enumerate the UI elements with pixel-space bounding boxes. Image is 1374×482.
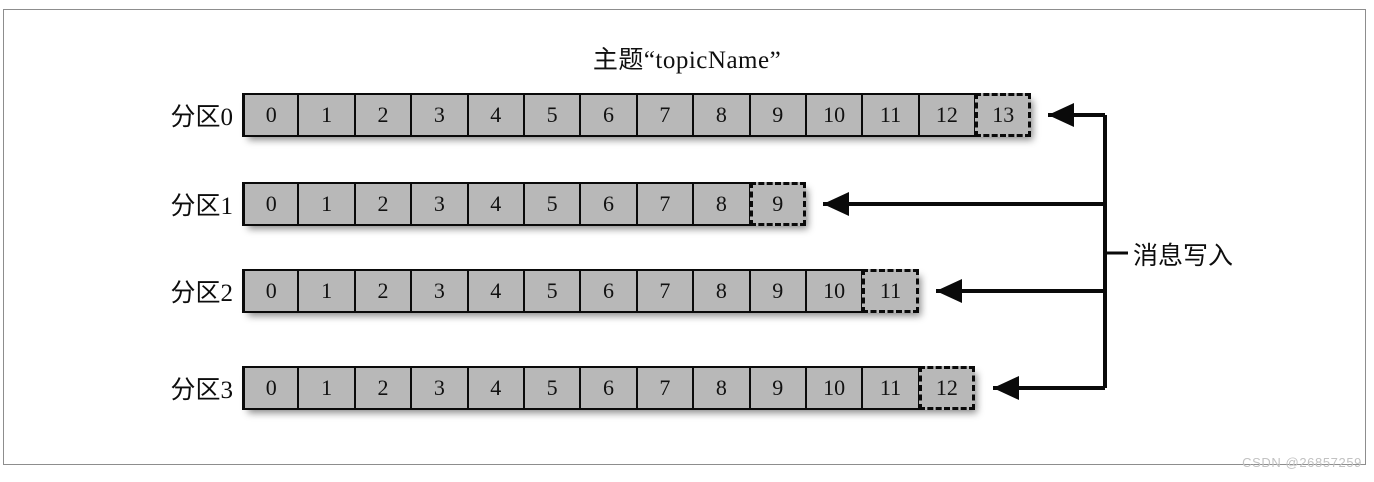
partition-label: 分区0 (170, 104, 233, 131)
offset-cell: 9 (749, 269, 806, 313)
pending-offset-cell: 12 (918, 366, 976, 410)
watermark: CSDN @26857259 (1242, 455, 1362, 470)
offset-cell: 4 (467, 366, 524, 410)
offset-cell: 4 (467, 182, 524, 226)
offset-cell: 5 (523, 366, 581, 410)
offset-cell: 6 (580, 93, 637, 137)
write-label: 消息写入 (1133, 243, 1234, 270)
offset-cell: 7 (636, 182, 694, 226)
offset-cell: 0 (242, 93, 299, 137)
offset-cell: 6 (580, 182, 637, 226)
partition-label: 分区2 (170, 280, 233, 307)
offset-cell: 7 (636, 93, 694, 137)
offset-cell: 0 (242, 269, 299, 313)
offset-cell: 1 (298, 366, 355, 410)
offset-cell: 5 (523, 269, 581, 313)
offset-cell: 5 (523, 93, 581, 137)
offset-cell: 8 (693, 93, 750, 137)
offset-cell: 6 (580, 366, 637, 410)
pending-offset-cell: 13 (975, 93, 1032, 137)
offset-cell: 6 (580, 269, 637, 313)
offset-cell: 2 (354, 182, 412, 226)
offset-cell: 1 (298, 93, 355, 137)
offset-cell: 1 (298, 182, 355, 226)
offset-cell: 8 (693, 269, 750, 313)
offset-cell: 4 (467, 93, 524, 137)
offset-cell: 3 (411, 182, 468, 226)
offset-cell: 7 (636, 366, 694, 410)
partition-label: 分区3 (170, 377, 233, 404)
offset-cell: 11 (862, 366, 919, 410)
offset-cell: 1 (298, 269, 355, 313)
offset-cell: 12 (918, 93, 976, 137)
offset-cell: 2 (354, 269, 412, 313)
offset-cell: 8 (693, 182, 750, 226)
offset-cell: 3 (411, 269, 468, 313)
offset-cell: 10 (805, 269, 863, 313)
offset-cell: 9 (749, 93, 806, 137)
offset-cell: 10 (805, 93, 863, 137)
pending-offset-cell: 11 (862, 269, 919, 313)
offset-cell: 5 (523, 182, 581, 226)
offset-cell: 2 (354, 366, 412, 410)
offset-cell: 9 (749, 366, 806, 410)
offset-cell: 4 (467, 269, 524, 313)
offset-cell: 3 (411, 93, 468, 137)
offset-cell: 2 (354, 93, 412, 137)
pending-offset-cell: 9 (749, 182, 806, 226)
offset-cell: 11 (862, 93, 919, 137)
partition-label: 分区1 (170, 193, 233, 220)
offset-cell: 8 (693, 366, 750, 410)
offset-cell: 10 (805, 366, 863, 410)
diagram-title: 主题“topicName” (592, 47, 782, 74)
offset-cell: 3 (411, 366, 468, 410)
offset-cell: 0 (242, 366, 299, 410)
offset-cell: 0 (242, 182, 299, 226)
offset-cell: 7 (636, 269, 694, 313)
